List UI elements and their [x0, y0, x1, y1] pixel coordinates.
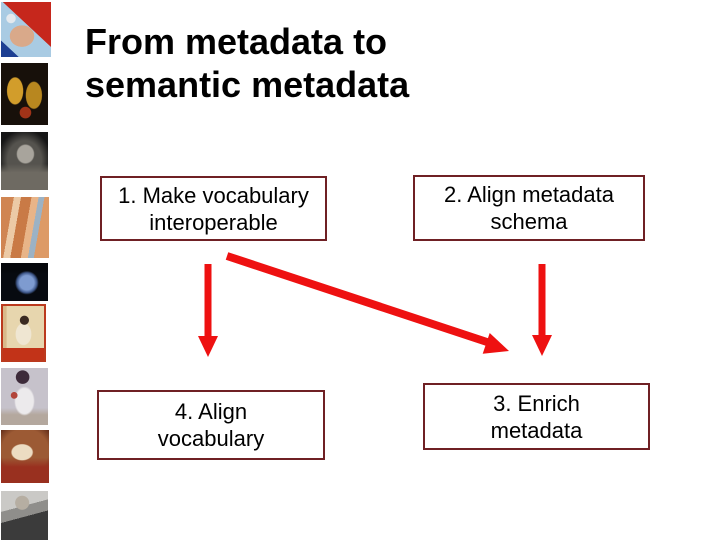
artwork-reclining-figure-painting	[1, 430, 49, 483]
artwork-nude-figures-painting	[1, 197, 49, 258]
arrow-box1-to-box3	[225, 252, 509, 354]
artwork-japanese-print-poster	[1, 304, 46, 362]
arrow-box1-to-box4	[198, 264, 218, 357]
process-box-3-enrich-metadata: 3. Enrich metadata	[423, 383, 650, 450]
artwork-bw-photo-seated-man	[1, 132, 48, 190]
process-box-label: 4. Align vocabulary	[157, 399, 265, 451]
artwork-abstract-portrait-red-blue	[1, 2, 51, 57]
process-box-1-make-vocabulary-interoperable: 1. Make vocabulary interoperable	[100, 176, 327, 241]
artwork-blue-portrait	[1, 263, 48, 301]
process-box-label: 1. Make vocabulary interoperable	[118, 182, 309, 235]
process-box-2-align-metadata-schema: 2. Align metadata schema	[413, 175, 645, 241]
artwork-impressionist-woman-painting	[1, 368, 48, 425]
arrow-box2-to-box3	[532, 264, 552, 356]
artwork-bw-photo-man-reading	[1, 491, 48, 540]
process-box-label: 2. Align metadata schema	[443, 182, 614, 234]
process-box-label: 3. Enrich metadata	[490, 390, 583, 443]
process-box-4-align-vocabulary: 4. Align vocabulary	[97, 390, 325, 460]
slide-title: From metadata to semantic metadata	[85, 21, 410, 105]
artwork-golden-faces-painting	[1, 63, 48, 125]
